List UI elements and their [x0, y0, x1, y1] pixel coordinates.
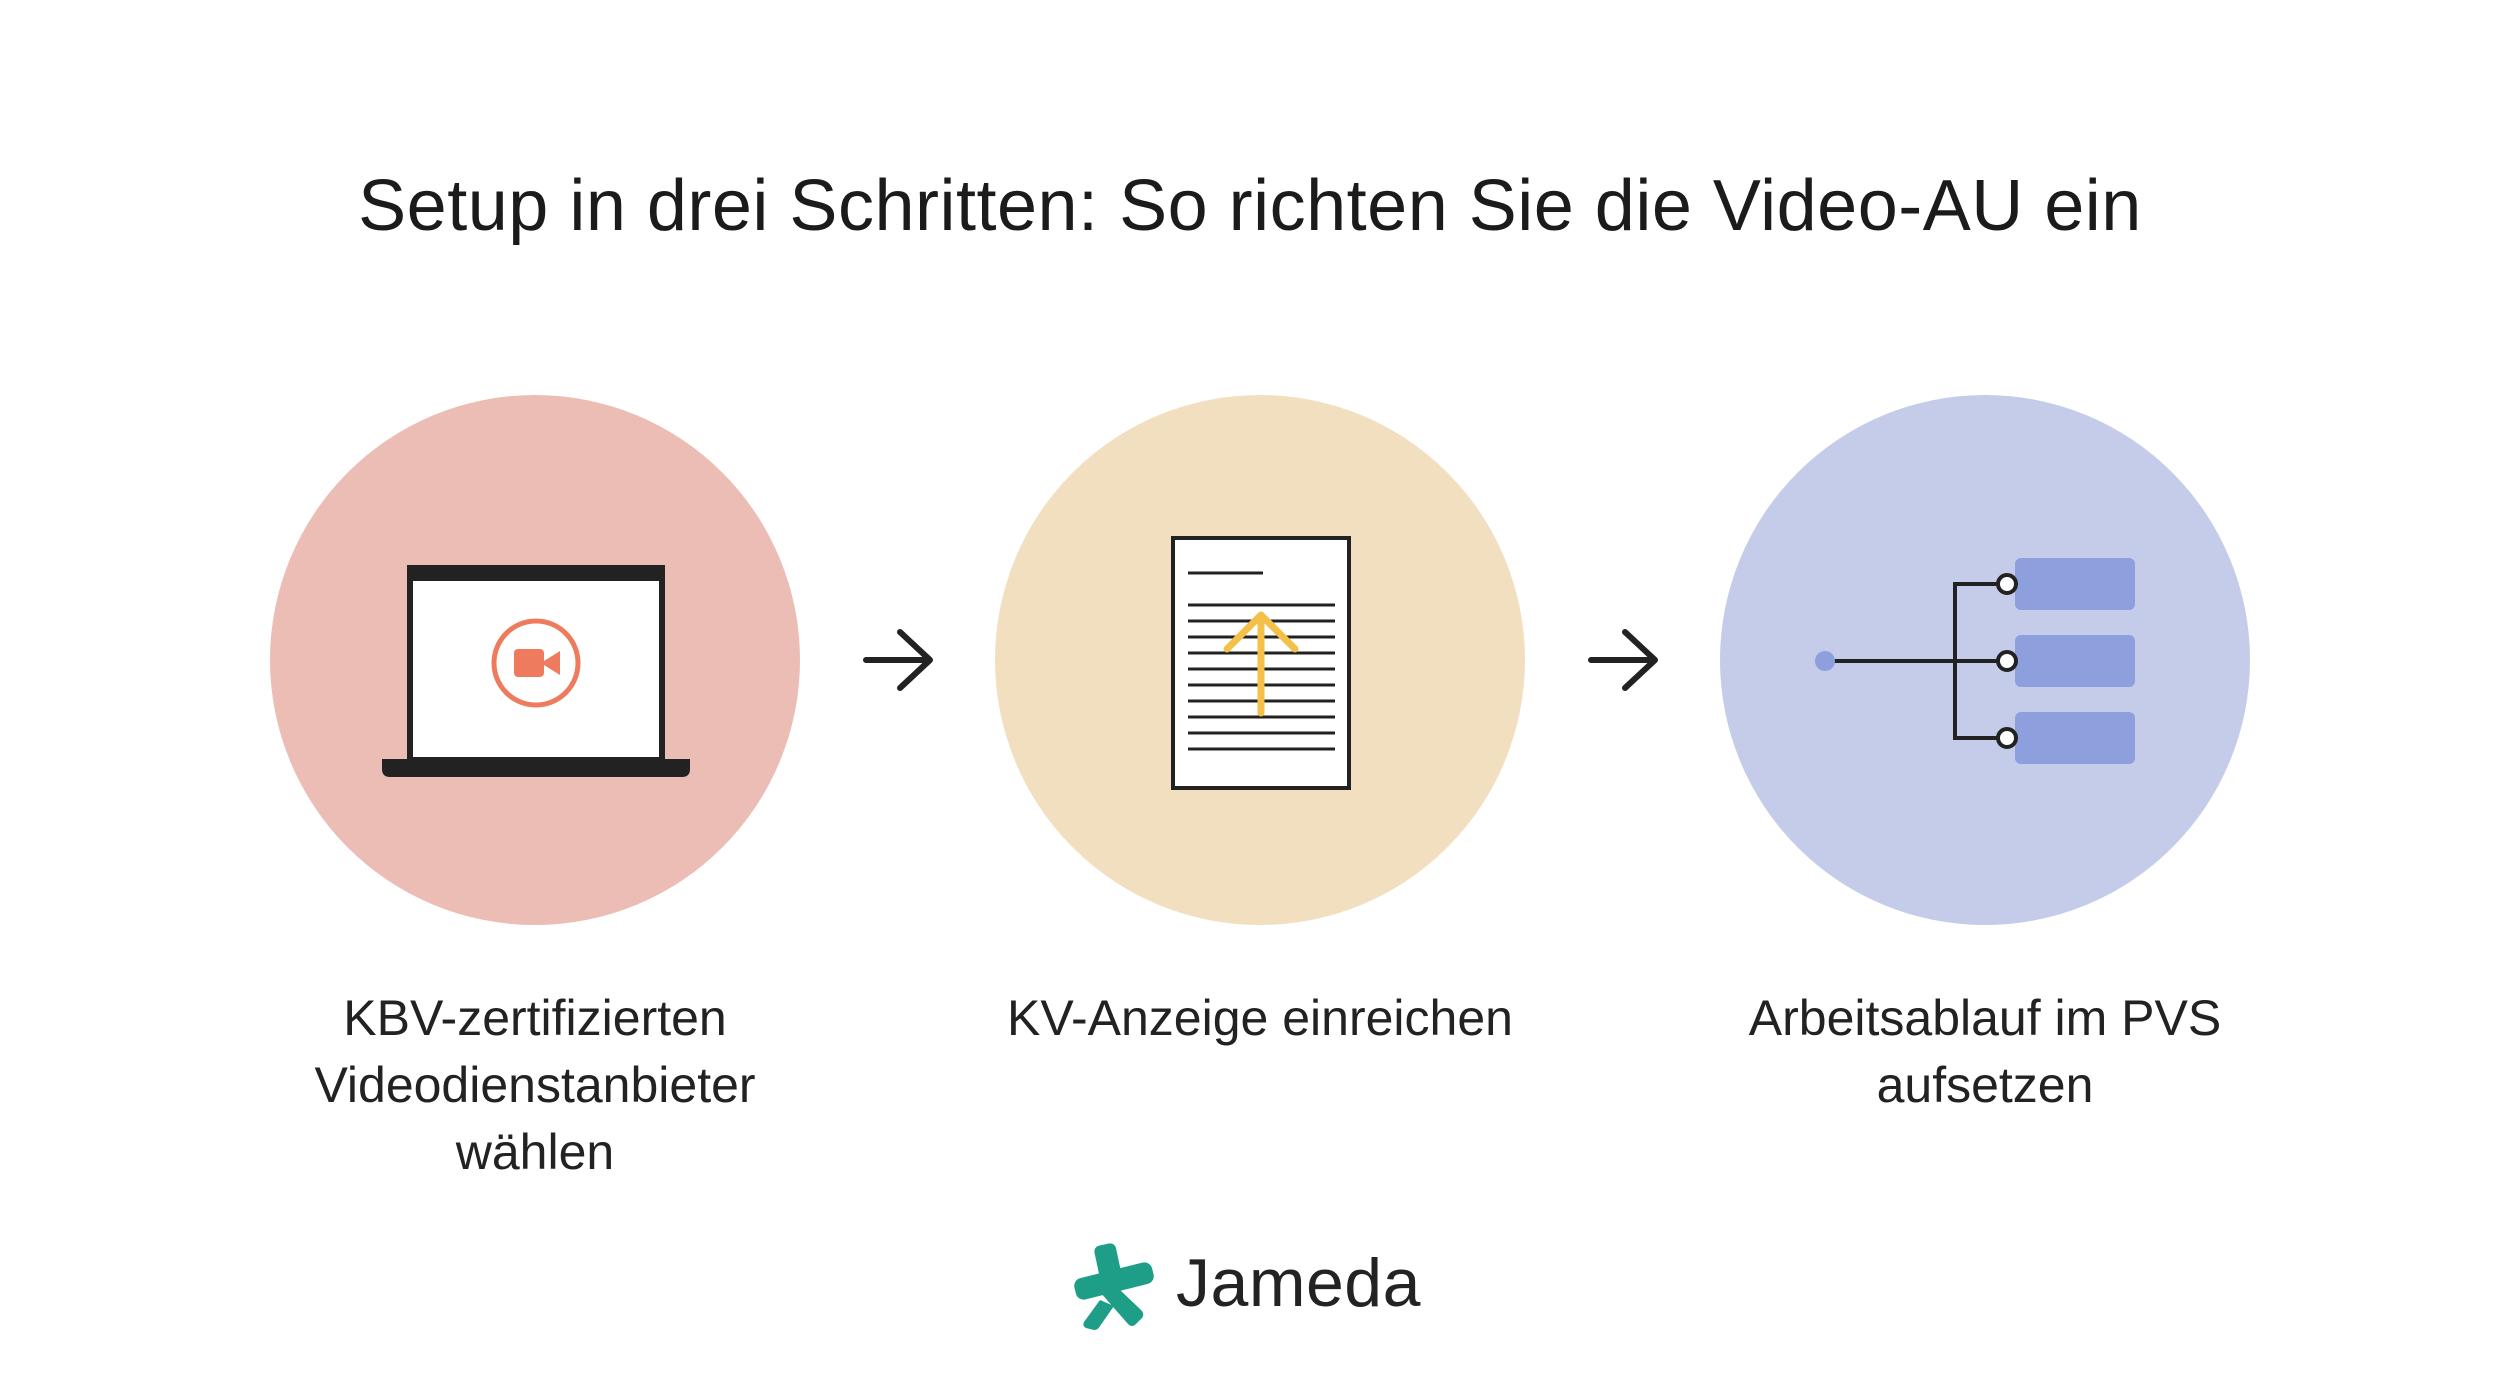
- step-1-label-line: Videodienstanbieter: [314, 1057, 756, 1113]
- step-2-circle: [995, 395, 1525, 925]
- logo-text: Jameda: [1176, 1245, 1421, 1321]
- workflow-branch-icon: [1815, 558, 2135, 764]
- jameda-logo: Jameda: [1070, 1240, 1450, 1330]
- step-1-label: KBV-zertifizierten Videodienstanbieter w…: [225, 985, 845, 1186]
- step-3-label-line: aufsetzen: [1876, 1057, 2094, 1113]
- arrow-right-icon: [1588, 629, 1658, 691]
- step-3-label: Arbeitsablauf im PVS aufsetzen: [1675, 985, 2295, 1119]
- step-1-label-line: wählen: [455, 1124, 615, 1180]
- step-3-label-line: Arbeitsablauf im PVS: [1748, 990, 2222, 1046]
- document-upload-icon: [1171, 536, 1351, 790]
- step-3-circle: [1720, 395, 2250, 925]
- jameda-logo-icon: [1074, 1243, 1154, 1330]
- step-1-circle: [270, 395, 800, 925]
- step-2-label: KV-Anzeige einreichen: [950, 985, 1570, 1052]
- step-1-label-line: KBV-zertifizierten: [343, 990, 727, 1046]
- laptop-video-icon: [382, 565, 690, 777]
- page-title: Setup in drei Schritten: So richten Sie …: [358, 166, 2142, 246]
- arrow-right-icon: [863, 629, 933, 691]
- step-2-label-line: KV-Anzeige einreichen: [1007, 990, 1513, 1046]
